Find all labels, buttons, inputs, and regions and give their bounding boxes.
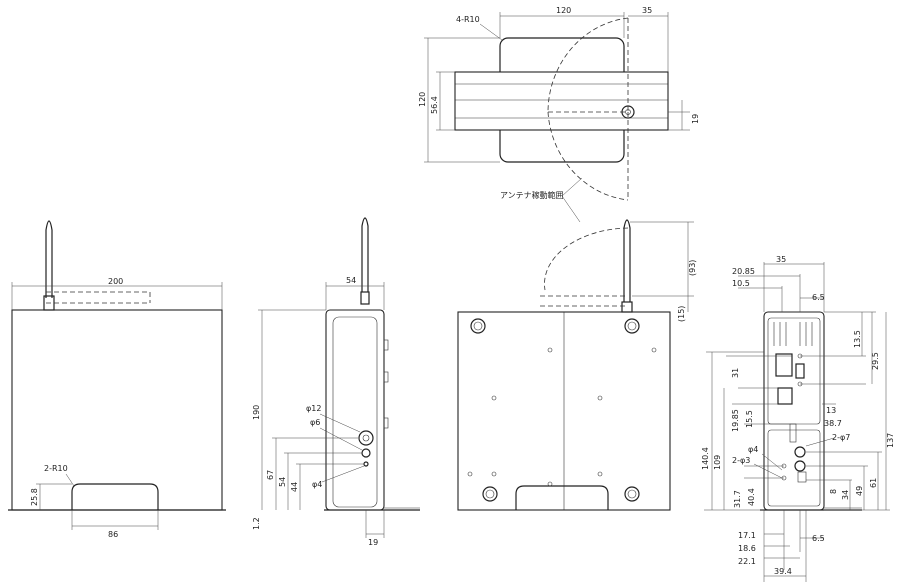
right-dim-140-4: 140.4 <box>701 447 710 470</box>
right-dim-10-5: 10.5 <box>732 279 750 288</box>
front-dim-width: 200 <box>108 277 123 286</box>
rear-dim-15: (15) <box>677 306 686 322</box>
right-dim-6-5-top: 6.5 <box>812 293 825 302</box>
top-dim-antenna-pos: 19 <box>691 114 700 124</box>
right-hole-2phi3-label: 2-φ3 <box>732 456 750 465</box>
right-dim-6-5-bottom: 6.5 <box>812 534 825 543</box>
right-view-hole-7 <box>794 446 806 458</box>
side-view-hole-12 <box>358 430 374 446</box>
side-hole-4-label: φ4 <box>312 480 322 489</box>
right-dim-13: 13 <box>826 406 836 415</box>
top-dim-height: 120 <box>418 92 427 107</box>
right-dim-19-85: 19.85 <box>731 409 740 432</box>
side-dim-base: 1.2 <box>252 517 261 530</box>
rear-view-antenna <box>623 219 631 302</box>
front-dim-foot-height: 25.8 <box>30 488 39 506</box>
right-dim-20-85: 20.85 <box>732 267 755 276</box>
right-dim-39-4: 39.4 <box>774 567 792 576</box>
right-dim-40-4: 40.4 <box>747 488 756 506</box>
top-view: 120 35 4-R10 120 56.4 19 アンテナ稼動範囲 <box>418 6 700 223</box>
front-radius-note: 2-R10 <box>44 464 68 473</box>
rear-view: (93) (15) <box>457 219 697 511</box>
side-view-antenna <box>361 217 369 292</box>
right-dim-22-1: 22.1 <box>738 557 756 566</box>
top-radius-note: 4-R10 <box>456 15 480 24</box>
top-dim-width: 120 <box>556 6 571 15</box>
right-view-lan-port <box>777 387 793 405</box>
side-dim-h44: 44 <box>290 482 299 492</box>
right-dim-49: 49 <box>855 486 864 496</box>
right-dim-35: 35 <box>776 255 786 264</box>
side-dim-h67: 67 <box>266 470 275 480</box>
top-view-antenna-swing-arc <box>547 17 629 113</box>
right-dim-31-7: 31.7 <box>733 490 742 508</box>
right-dim-109: 109 <box>713 455 722 470</box>
right-dim-31: 31 <box>731 368 740 378</box>
antenna-range-label: アンテナ稼動範囲 <box>500 190 564 200</box>
right-dim-61: 61 <box>869 478 878 488</box>
side-view-body <box>325 309 385 511</box>
right-view: 35 20.85 10.5 6.5 13.5 29.5 13 38.7 2-φ7… <box>701 255 895 582</box>
right-dim-17-1: 17.1 <box>738 531 756 540</box>
rear-view-foot-pad <box>470 318 486 334</box>
top-view-body <box>454 71 669 131</box>
side-dim-bottom: 19 <box>368 538 378 547</box>
side-dim-h54: 54 <box>278 477 287 487</box>
rear-dim-93: (93) <box>688 260 697 276</box>
right-dim-137: 137 <box>886 433 895 448</box>
front-view-body <box>11 309 223 511</box>
right-view-body <box>763 311 825 511</box>
front-dim-foot-width: 86 <box>108 530 118 539</box>
rear-view-foot-cutout <box>515 485 609 510</box>
right-view-port <box>775 353 793 377</box>
top-dim-body: 56.4 <box>430 96 439 114</box>
right-dim-8: 8 <box>829 489 838 494</box>
right-view-usb-port <box>795 363 805 379</box>
right-dim-38-7: 38.7 <box>824 419 842 428</box>
rear-view-antenna-swing-arc <box>544 227 629 291</box>
right-dim-18-6: 18.6 <box>738 544 756 553</box>
front-view-foot-cutout <box>71 483 159 510</box>
front-view-antenna <box>45 220 53 298</box>
side-hole-6-label: φ6 <box>310 418 320 427</box>
right-dim-29-5: 29.5 <box>871 352 880 370</box>
front-view: 200 2-R10 25.8 86 <box>8 220 226 539</box>
right-hole-2phi7-label: 2-φ7 <box>832 433 850 442</box>
side-hole-12-label: φ12 <box>306 404 321 413</box>
side-view: 54 190 67 54 44 1.2 19 φ12 φ6 φ4 <box>252 217 420 547</box>
side-dim-height: 190 <box>252 405 261 420</box>
right-hole-phi4-label: φ4 <box>748 445 758 454</box>
side-dim-width: 54 <box>346 276 356 285</box>
right-dim-34: 34 <box>841 490 850 500</box>
top-dim-antenna-offset: 35 <box>642 6 652 15</box>
right-dim-15-5: 15.5 <box>745 410 754 428</box>
right-dim-13-5: 13.5 <box>853 330 862 348</box>
